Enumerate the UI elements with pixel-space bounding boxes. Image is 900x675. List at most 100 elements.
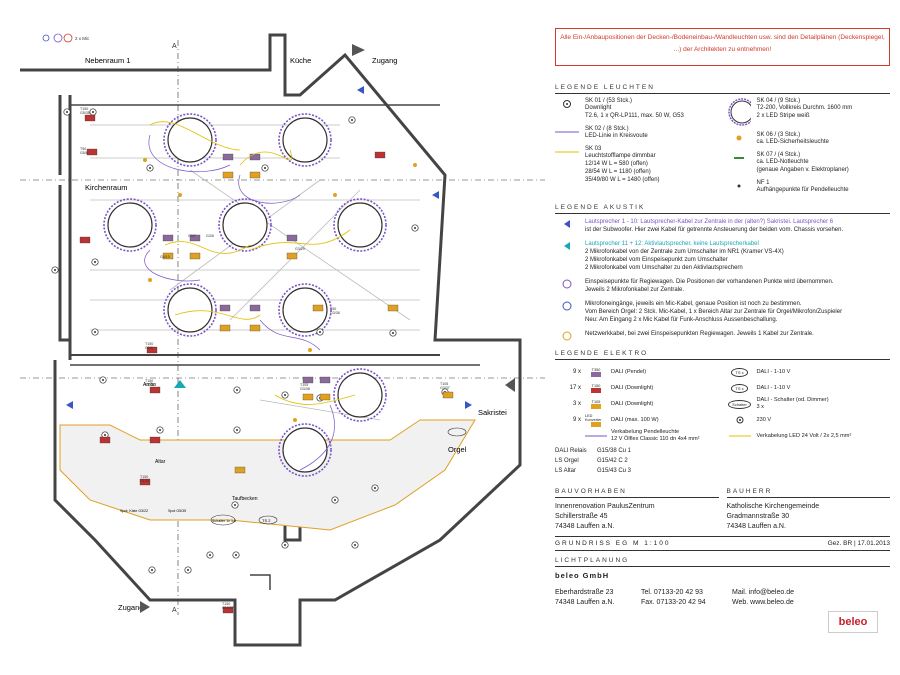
section-marker-top: A xyxy=(172,43,177,50)
legend-line: Netzwerkkabel, bei zwei Einspeisepunkten… xyxy=(585,331,814,337)
led-cable-icon xyxy=(727,434,753,438)
address-line: Eberhardstraße 23 xyxy=(555,589,614,596)
fixture-tag xyxy=(249,171,261,179)
dali-tag-icon: T350 xyxy=(585,368,607,377)
fixture-label: G3/29 xyxy=(295,247,305,251)
room-kirchenraum: Kirchenraum xyxy=(85,183,128,192)
pendant-ring xyxy=(333,368,387,422)
legend-leuchten-right: SK 04 / (9 Stck.)T2-200, Vollkreis Durch… xyxy=(727,98,891,200)
downlight xyxy=(99,376,107,384)
legend-elektro-item: Verkabelung Pendelleuchte 12 V Ölflex Cl… xyxy=(555,428,719,444)
plan-top-markers: 2 x Mic xyxy=(42,33,90,43)
legend-line: Mikrofoneingänge, jeweils ein Mic-Kabel,… xyxy=(585,301,802,307)
bauvorhaben-title: BAUVORHABEN xyxy=(555,488,719,498)
legend-code: SK 07 / (4 Stck.) xyxy=(756,152,801,158)
downlight-icon xyxy=(555,98,579,110)
fixture-tag xyxy=(222,171,234,179)
ts-ellipse-icon: TS x xyxy=(727,367,753,377)
room-sakristei: Sakristei xyxy=(478,408,507,417)
elektro-qty: 9 x xyxy=(572,369,581,375)
fixture-tag xyxy=(302,376,314,384)
downlight xyxy=(184,566,192,574)
legend-line: 2 Mikrofonkabel von der Zentrale zum Ums… xyxy=(585,249,784,255)
legend-line: LED-Linie in Kreisvoute xyxy=(585,133,648,139)
fixture-tag xyxy=(146,346,158,354)
room-ambo: Ambo xyxy=(143,382,156,388)
relay-name: DALI Relais xyxy=(555,448,587,454)
floor-plan: 2 x Mic A A Nebenraum 1 Küche Zugang Kir… xyxy=(20,33,545,647)
legend-line: Aufhängepunkte für Pendelleuchte xyxy=(756,187,849,193)
legend-code: SK 04 / (9 Stck.) xyxy=(756,98,801,104)
address-line: Innenrenovation PaulusZentrum xyxy=(555,503,655,510)
fixture-tag xyxy=(319,376,331,384)
bauherr-title: BAUHERR xyxy=(726,488,890,498)
fixture-tag xyxy=(222,153,234,161)
downlight xyxy=(91,328,99,336)
legend-code: SK 02 / (8 Stck.) xyxy=(585,126,629,132)
legend-elektro-title: LEGENDE ELEKTRO xyxy=(555,350,890,360)
legend-leuchten-item: SK 07 / (4 Stck.)ca. LED-Notleuchte(gena… xyxy=(727,152,891,174)
pendant-ring xyxy=(218,198,272,252)
legend-leuchten-item: SK 06 / (3 Stck.)ca. LED-Sicherheitsleuc… xyxy=(727,132,891,146)
fixture-tag xyxy=(234,466,246,474)
downlight xyxy=(281,541,289,549)
downlight xyxy=(91,258,99,266)
downlight xyxy=(348,116,356,124)
legend-line: ca. LED-Notleuchte xyxy=(756,159,809,165)
elektro-text: DALI - 1-10 V xyxy=(756,384,791,391)
mic-input-icon xyxy=(555,300,579,312)
gez-label: Gez. BR | 17.01.2013 xyxy=(827,540,890,547)
legend-code: SK 06 / (3 Stck.) xyxy=(756,132,801,138)
mic-label-top: 2 x Mic xyxy=(75,36,90,41)
fixture-tag xyxy=(149,436,161,444)
relay-name: LS Altar xyxy=(555,468,577,474)
aux-dot xyxy=(178,193,182,197)
elektro-text: DALI (Pendel) xyxy=(611,368,647,375)
address-line: Web. www.beleo.de xyxy=(732,599,794,606)
downlight xyxy=(331,496,339,504)
pendant-ring xyxy=(163,113,217,167)
legend-akustik-item: Mikrofoneingänge, jeweils ein Mic-Kabel,… xyxy=(555,300,890,324)
pendant-ring-icon xyxy=(727,98,751,126)
legend-leuchten-item: SK 02 / (8 Stck.)LED-Linie in Kreisvoute xyxy=(555,126,719,140)
dali-tag-icon: T150 xyxy=(585,384,607,393)
legend-akustik-list: Lautsprecher 1 - 10: Lautsprecher-Kabel … xyxy=(555,218,890,344)
elektro-qty: 17 x xyxy=(569,385,581,391)
grundriss-label: GRUNDRISS EG M 1:100 xyxy=(555,540,671,547)
relay-value: G15/43 Cu 3 xyxy=(597,468,632,474)
relay-value: G15/42 C 2 xyxy=(597,458,628,464)
downlight xyxy=(316,328,324,336)
speaker-icon xyxy=(555,218,579,230)
power-230v-icon xyxy=(727,415,753,425)
fixture-tag xyxy=(219,304,231,312)
legend-line: 28/54 W L = 1180 (offen) xyxy=(585,169,651,175)
relay-value: G15/38 Cu 1 xyxy=(597,448,632,454)
fixture-tag xyxy=(84,114,96,122)
pendant-ring xyxy=(333,198,387,252)
legend-line: Neu: Am Eingang 2 x Mic Kabel für Funk-A… xyxy=(585,317,778,323)
dali-tag-icon: LED Konverter xyxy=(585,414,607,427)
downlight xyxy=(232,551,240,559)
downlight xyxy=(206,551,214,559)
fixture-tag xyxy=(374,151,386,159)
address-line: Tel. 07133-20 42 93 xyxy=(641,589,703,596)
aux-dot xyxy=(333,193,337,197)
fixture-tag xyxy=(249,153,261,161)
speakers xyxy=(66,86,472,409)
ts-ellipse-icon: TS x xyxy=(727,383,753,393)
arrow-sakristei xyxy=(505,378,515,392)
elektro-qty: 3 x xyxy=(572,401,581,407)
